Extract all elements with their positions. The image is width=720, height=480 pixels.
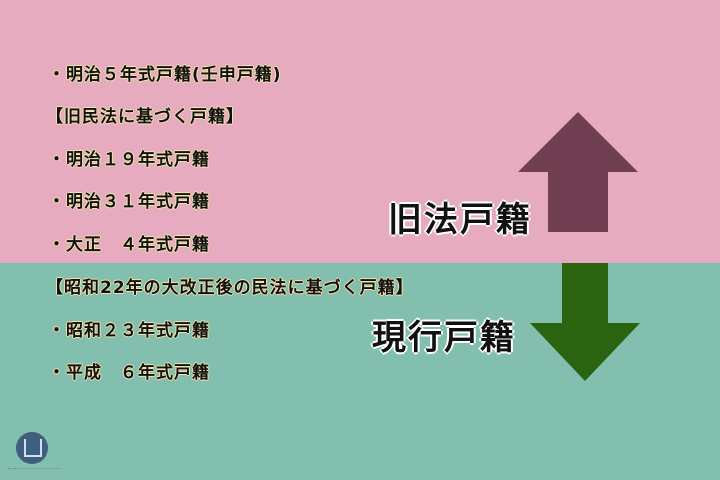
old-registry-label: 旧法戸籍 bbox=[388, 200, 532, 240]
logo-glyph-icon bbox=[24, 439, 42, 457]
list-item: ・明治１９年式戸籍 bbox=[48, 150, 210, 170]
list-item: ・明治３１年式戸籍 bbox=[48, 192, 210, 212]
logo bbox=[16, 432, 48, 464]
current-registry-label: 現行戸籍 bbox=[372, 318, 516, 358]
list-item: ・明治５年式戸籍(壬申戸籍) bbox=[48, 65, 282, 85]
arrow-down-icon bbox=[530, 263, 640, 381]
list-item: ・平成 ６年式戸籍 bbox=[48, 363, 210, 383]
list-item: ・大正 ４年式戸籍 bbox=[48, 235, 210, 255]
list-item: ・昭和２３年式戸籍 bbox=[48, 321, 210, 341]
section-heading: 【旧民法に基づく戸籍】 bbox=[46, 107, 244, 127]
section-heading: 【昭和22年の大改正後の民法に基づく戸籍】 bbox=[46, 278, 414, 298]
logo-caption bbox=[8, 468, 60, 472]
arrow-up-icon bbox=[518, 112, 638, 232]
